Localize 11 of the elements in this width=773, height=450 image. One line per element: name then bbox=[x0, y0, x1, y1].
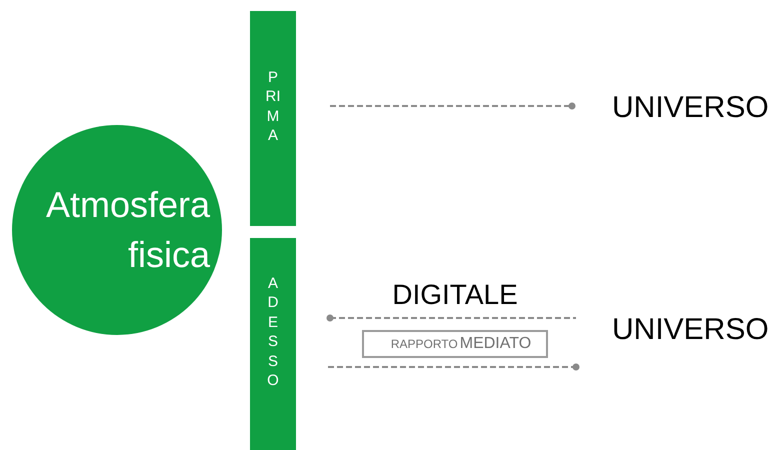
vertical-bar bbox=[250, 238, 296, 450]
vertical-bar bbox=[250, 11, 296, 226]
box-text: MEDIATO bbox=[460, 334, 532, 354]
node-text: Atmosfera fisica bbox=[44, 182, 210, 277]
node-text: UNIVERSO bbox=[612, 307, 772, 351]
heading-text: DIGITALE bbox=[375, 276, 535, 314]
vertical-label: PRIMA bbox=[266, 68, 280, 146]
vertical-label: ADESSO bbox=[266, 274, 280, 390]
node-text: UNIVERSO bbox=[612, 85, 772, 129]
label-box bbox=[362, 330, 548, 358]
box-text: RAPPORTO bbox=[390, 336, 458, 353]
